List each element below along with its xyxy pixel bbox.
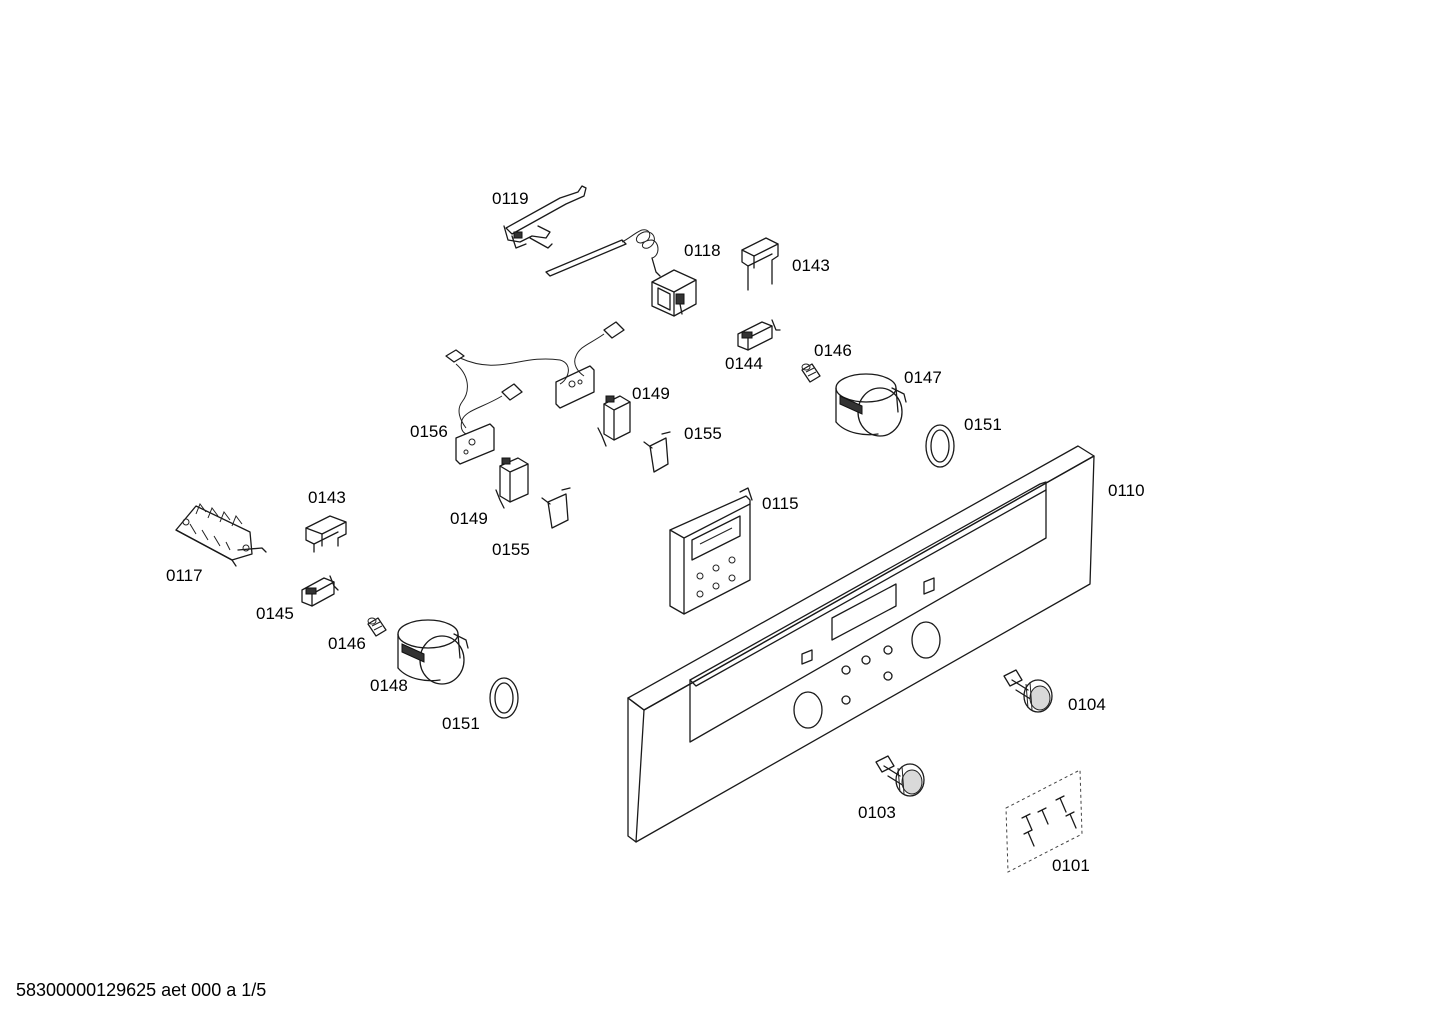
part-0110-control-panel bbox=[627, 445, 1095, 843]
label-0151-lower: 0151 bbox=[442, 714, 480, 733]
part-0151-lower-ring bbox=[489, 677, 519, 719]
part-0101-screws bbox=[1005, 769, 1083, 873]
document-id-footer: 58300000129625 aet 000 a 1/5 bbox=[16, 980, 267, 1000]
part-0115-electronic-module bbox=[669, 487, 753, 615]
label-0156: 0156 bbox=[410, 422, 448, 441]
part-0145-clip bbox=[301, 575, 339, 607]
part-0155-lower-plate bbox=[541, 487, 571, 529]
label-0155-lower: 0155 bbox=[492, 540, 530, 559]
label-0151-upper: 0151 bbox=[964, 415, 1002, 434]
part-0148-housing bbox=[397, 619, 469, 685]
label-0104: 0104 bbox=[1068, 695, 1106, 714]
label-0143-upper: 0143 bbox=[792, 256, 830, 275]
label-0145: 0145 bbox=[256, 604, 294, 623]
label-0155-upper: 0155 bbox=[684, 424, 722, 443]
label-0117: 0117 bbox=[166, 566, 203, 585]
label-0149-lower: 0149 bbox=[450, 509, 488, 528]
part-0155-upper-plate bbox=[643, 431, 671, 473]
part-0149-lower-switch bbox=[495, 457, 529, 509]
label-0101: 0101 bbox=[1052, 856, 1090, 875]
label-0119: 0119 bbox=[492, 189, 529, 208]
label-0147: 0147 bbox=[904, 368, 942, 387]
part-0151-upper-ring bbox=[925, 424, 955, 468]
part-0156-wiring bbox=[445, 321, 625, 465]
part-0119-bracket bbox=[503, 185, 587, 249]
part-0104-knob bbox=[1003, 669, 1053, 713]
label-0144: 0144 bbox=[725, 354, 763, 373]
part-0149-upper-switch bbox=[597, 395, 631, 447]
label-0149-upper: 0149 bbox=[632, 384, 670, 403]
part-0143-lower-clip bbox=[305, 515, 347, 553]
label-0146-lower: 0146 bbox=[328, 634, 366, 653]
part-0144-clip bbox=[737, 319, 781, 351]
part-0118-thermostat bbox=[545, 229, 697, 317]
label-0110: 0110 bbox=[1108, 481, 1145, 500]
label-0118: 0118 bbox=[684, 241, 721, 260]
label-0103: 0103 bbox=[858, 803, 896, 822]
part-0146-upper-lamp bbox=[801, 363, 821, 383]
part-0143-upper-clip bbox=[741, 237, 779, 291]
label-0148: 0148 bbox=[370, 676, 408, 695]
part-0146-lower-lamp bbox=[367, 617, 387, 637]
part-0103-knob bbox=[875, 755, 925, 797]
part-0147-housing bbox=[835, 373, 907, 437]
label-0115: 0115 bbox=[762, 494, 799, 513]
part-0117-selector-switch bbox=[175, 502, 267, 567]
label-0146-upper: 0146 bbox=[814, 341, 852, 360]
label-0143-lower: 0143 bbox=[308, 488, 346, 507]
